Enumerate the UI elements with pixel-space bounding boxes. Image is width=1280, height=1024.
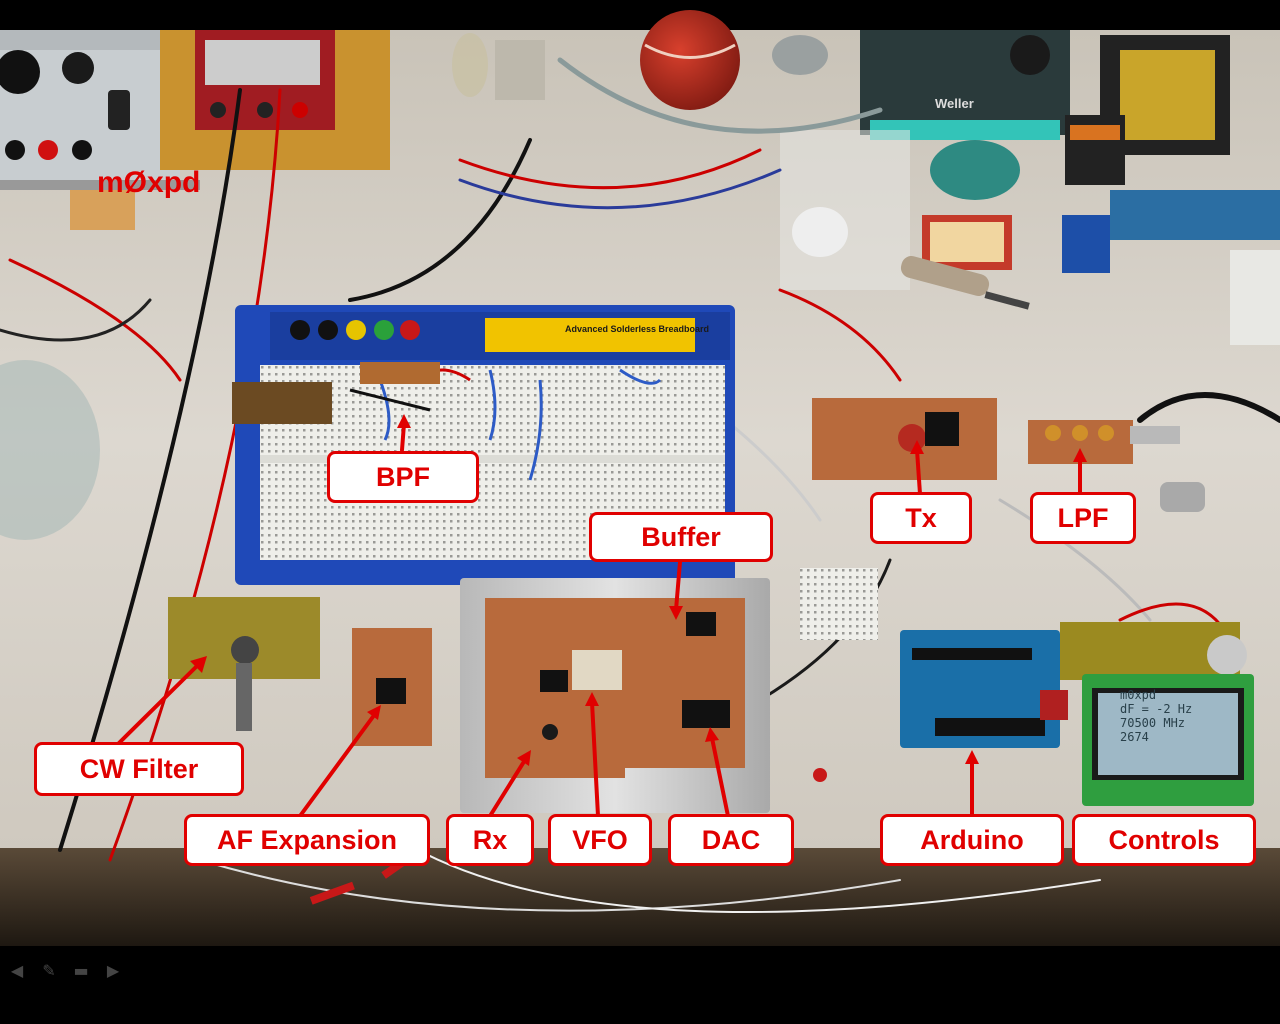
label-af-expansion: AF Expansion xyxy=(184,814,430,866)
aluminium-chassis xyxy=(460,578,770,813)
arrow-left-icon[interactable]: ◀ xyxy=(10,960,24,980)
lcd-line-4: 2674 xyxy=(1120,730,1149,744)
tx-board xyxy=(812,398,997,480)
lcd-display: m0xpd dF = -2 Hz 70500 MHz 2674 xyxy=(1098,688,1238,766)
lcd-line-2: dF = -2 Hz xyxy=(1120,702,1193,716)
lcd-line-3: 70500 MHz xyxy=(1120,716,1186,730)
label-rx: Rx xyxy=(446,814,534,866)
slideshow-nav: ◀ ✎ ▬ ▶ xyxy=(8,960,122,980)
svg-text:Weller: Weller xyxy=(935,96,974,111)
svg-text:Advanced Solderless Breadboard: Advanced Solderless Breadboard xyxy=(565,324,709,334)
label-vfo: VFO xyxy=(548,814,652,866)
label-bpf: BPF xyxy=(327,451,479,503)
label-lpf: LPF xyxy=(1030,492,1136,544)
callsign-watermark: mØxpd xyxy=(97,166,201,199)
lcd-controls-board xyxy=(1060,622,1254,806)
arrow-right-icon[interactable]: ▶ xyxy=(106,960,120,980)
lcd-line-1: m0xpd xyxy=(1120,688,1157,702)
label-tx: Tx xyxy=(870,492,972,544)
pencil-icon[interactable]: ✎ xyxy=(42,960,56,980)
label-dac: DAC xyxy=(668,814,794,866)
cw-filter-board xyxy=(168,597,320,731)
label-cw-filter: CW Filter xyxy=(34,742,244,796)
arduino-board xyxy=(900,630,1068,748)
cricket-ball xyxy=(640,10,740,110)
label-arduino: Arduino xyxy=(880,814,1064,866)
screen-icon[interactable]: ▬ xyxy=(73,960,89,980)
label-buffer: Buffer xyxy=(589,512,773,562)
label-controls: Controls xyxy=(1072,814,1256,866)
